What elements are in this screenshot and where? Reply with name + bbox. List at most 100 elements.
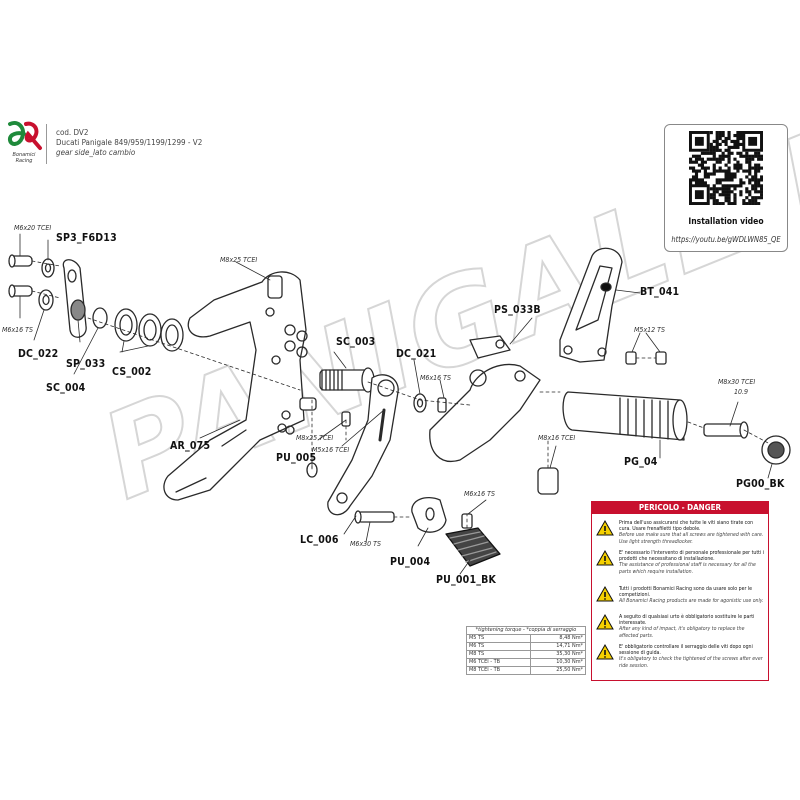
screws-m5x12 bbox=[625, 351, 667, 365]
danger-text-en: All Bonamici Racing products are made fo… bbox=[619, 598, 764, 605]
danger-text: A seguito di qualsiasi urto è obbligator… bbox=[619, 614, 765, 639]
brand-logo-text: Bonamici Racing bbox=[2, 152, 46, 164]
plate-sp033 bbox=[62, 259, 87, 338]
gear-lever-lc006 bbox=[327, 374, 399, 516]
screw-m6x16 bbox=[8, 284, 33, 298]
end-cap-pg00 bbox=[761, 435, 791, 465]
product-side: gear side_lato cambio bbox=[56, 148, 136, 157]
danger-panel: PERICOLO - DANGER Prima dell'uso assicur… bbox=[591, 501, 769, 681]
washer-dc022 bbox=[38, 289, 54, 311]
danger-text-it: Prima dell'uso assicurarsi che tutte le … bbox=[619, 520, 754, 533]
screw-m8x30 bbox=[703, 421, 749, 439]
danger-text-it: Tutti i prodotti Bonamici Racing sono da… bbox=[619, 586, 753, 599]
label-sc-004: SC_004 bbox=[46, 382, 86, 394]
spec-m8x30-grade: 10.9 bbox=[734, 388, 749, 396]
danger-text-it: E' obbligatorio controllare il serraggio… bbox=[619, 644, 753, 657]
torque-value: 25,50 Nm* bbox=[530, 666, 586, 675]
rearset-plate-ar075 bbox=[163, 271, 308, 501]
screw-m8x16 bbox=[537, 467, 559, 495]
label-sp-033: SP_033 bbox=[66, 358, 106, 370]
heel-guard-bt041 bbox=[559, 247, 623, 363]
label-pg00-bk: PG00_BK bbox=[736, 478, 785, 490]
spec-m6x20-tcei: M6x20 TCEI bbox=[14, 224, 52, 232]
warning-icon bbox=[596, 644, 614, 660]
label-cs-002: CS_002 bbox=[112, 366, 152, 378]
label-pu-001-bk: PU_001_BK bbox=[436, 574, 497, 586]
screw-m8x25-top bbox=[267, 275, 283, 299]
danger-text: E' obbligatorio controllare il serraggio… bbox=[619, 644, 765, 669]
brand-line2: Racing bbox=[15, 158, 33, 164]
torque-key: M5 TS bbox=[465, 634, 532, 643]
product-code: cod. DV2 bbox=[56, 128, 89, 137]
danger-text: Prima dell'uso assicurarsi che tutte le … bbox=[619, 520, 765, 545]
leader-lines bbox=[19, 233, 773, 575]
danger-text-en: The assistance of professional staff is … bbox=[619, 562, 756, 575]
warning-icon bbox=[596, 586, 614, 602]
danger-text: E' necessario l'intervento di personale … bbox=[619, 550, 765, 575]
warning-icon bbox=[596, 520, 614, 536]
torque-key: M6 TS bbox=[465, 642, 532, 651]
spec-m6x16-ts-right: M6x16 TS bbox=[464, 490, 496, 498]
shaft-sc003 bbox=[319, 367, 375, 393]
bracket-ps033b bbox=[429, 335, 541, 462]
label-sp3-f6d13: SP3_F6D13 bbox=[56, 232, 117, 244]
brand-line1: Bonamici bbox=[12, 152, 36, 158]
torque-value: 14,71 Nm* bbox=[530, 642, 586, 651]
warning-icon bbox=[596, 614, 614, 630]
spec-m5x12-ts: M5x12 TS bbox=[634, 326, 666, 334]
label-pg-04: PG_04 bbox=[624, 456, 658, 468]
qr-panel[interactable]: Installation video https://youtu.be/gWDL… bbox=[664, 124, 788, 252]
torque-key: M8 TS bbox=[465, 650, 532, 659]
torque-key: M6 TCEI - TB bbox=[465, 658, 532, 667]
danger-text-en: It's obligatory to check the tightened o… bbox=[619, 656, 763, 669]
bonamici-logo bbox=[7, 121, 42, 150]
screw-m6x30 bbox=[354, 510, 395, 524]
spec-m8x16-tcei: M8x16 TCEI bbox=[538, 434, 576, 442]
spec-m8x25-tcei-mid: M8x25 TCEI bbox=[296, 434, 334, 442]
qr-link[interactable]: https://youtu.be/gWDLWN85_QE bbox=[671, 235, 781, 244]
toe-peg-pu001 bbox=[445, 513, 501, 567]
spec-m6x16-ts-mid: M6x16 TS bbox=[420, 374, 452, 382]
danger-text-en: Before use make sure that all screws are… bbox=[619, 532, 764, 545]
washer-sp3 bbox=[41, 258, 55, 278]
bearing-set bbox=[92, 307, 184, 352]
danger-text-it: A seguito di qualsiasi urto è obbligator… bbox=[619, 614, 755, 627]
spec-m5x16-tcei: M5x16 TCEI bbox=[312, 446, 350, 454]
label-pu-005: PU_005 bbox=[276, 452, 317, 464]
torque-header: *tightening torque - *coppia di serraggi… bbox=[466, 626, 586, 635]
spec-m8x30-tcei: M8x30 TCEI bbox=[718, 378, 756, 386]
label-sc-003: SC_003 bbox=[336, 336, 376, 348]
label-bt-041: BT_041 bbox=[640, 286, 680, 298]
warning-icon bbox=[596, 550, 614, 566]
product-model: Ducati Panigale 849/959/1199/1299 - V2 bbox=[56, 138, 203, 147]
header-info: cod. DV2 Ducati Panigale 849/959/1199/12… bbox=[56, 128, 202, 158]
danger-text: Tutti i prodotti Bonamici Racing sono da… bbox=[619, 586, 765, 605]
bushing-dc021 bbox=[413, 393, 427, 413]
torque-key: M8 TCEI - TB bbox=[465, 666, 532, 675]
label-ar-075: AR_075 bbox=[170, 440, 211, 452]
torque-value: 8,48 Nm* bbox=[530, 634, 586, 643]
label-ps-033b: PS_033B bbox=[494, 304, 541, 316]
qr-code-icon bbox=[689, 131, 763, 205]
footpeg-pg04 bbox=[562, 391, 688, 441]
link-pu004 bbox=[411, 497, 447, 533]
spec-m8x25-tcei-top: M8x25 TCEI bbox=[220, 256, 258, 264]
spec-m6x16-ts-left: M6x16 TS bbox=[2, 326, 34, 334]
danger-text-it: E' necessario l'intervento di personale … bbox=[619, 550, 765, 563]
danger-text-en: After any kind of impact, it's obligator… bbox=[619, 626, 745, 639]
assembly-lines bbox=[31, 260, 771, 529]
spec-m6x30-ts: M6x30 TS bbox=[350, 540, 382, 548]
torque-table: *tightening torque - *coppia di serraggi… bbox=[465, 626, 586, 675]
label-dc-021: DC_021 bbox=[396, 348, 437, 360]
header-divider bbox=[46, 124, 47, 164]
screw-m6x20 bbox=[8, 254, 33, 268]
label-lc-006: LC_006 bbox=[300, 534, 339, 546]
torque-value: 10,30 Nm* bbox=[530, 658, 586, 667]
label-dc-022: DC_022 bbox=[18, 348, 59, 360]
